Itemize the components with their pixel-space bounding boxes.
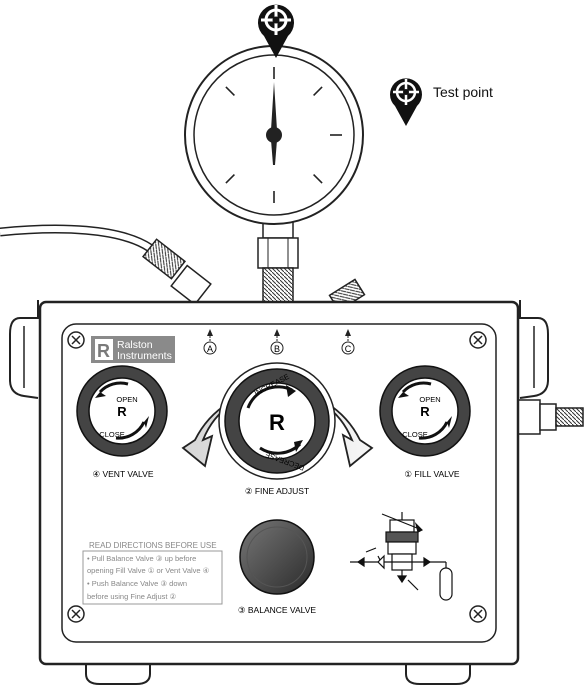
vent-valve[interactable]: OPEN R CLOSE xyxy=(76,365,168,457)
screw-slot xyxy=(473,335,483,345)
pneumatic-schematic-icon xyxy=(350,512,453,601)
balance-valve-knob[interactable] xyxy=(239,519,315,595)
brand-line1: Ralston xyxy=(117,339,153,351)
gauge-needle xyxy=(271,82,277,130)
screw-slot xyxy=(473,609,483,619)
legend-label: Test point xyxy=(433,84,493,100)
fine-adjust-label: ② FINE ADJUST xyxy=(245,486,309,496)
screw-slot xyxy=(71,609,81,619)
case-handles xyxy=(9,300,549,399)
port-c: C xyxy=(341,329,355,355)
port-labels: A B C xyxy=(203,329,355,355)
directions-line-4: before using Fine Adjust ② xyxy=(87,592,177,601)
directions-box: READ DIRECTIONS BEFORE USE • Pull Balanc… xyxy=(82,541,223,605)
gauge-tick xyxy=(225,174,235,184)
case-feet xyxy=(85,664,471,685)
ralston-r-logo-icon: R xyxy=(97,341,110,361)
port-a-label: A xyxy=(207,344,213,354)
vent-valve-label: ④ VENT VALVE xyxy=(92,469,153,479)
gauge-ticks xyxy=(225,67,342,203)
fine-adjust-r-logo-icon: R xyxy=(269,410,285,435)
vent-open-label: OPEN xyxy=(116,395,137,404)
brand-line2: Instruments xyxy=(117,350,172,362)
gauge-tick xyxy=(225,86,235,96)
gauge-stem xyxy=(257,221,299,307)
pressure-gauge xyxy=(184,45,364,225)
brand-logo: R Ralston Instruments xyxy=(91,336,175,363)
vent-close-label: CLOSE xyxy=(99,430,124,439)
balance-valve-label: ③ BALANCE VALVE xyxy=(238,605,316,615)
outlet-fitting xyxy=(509,399,584,435)
directions-title: READ DIRECTIONS BEFORE USE xyxy=(89,541,217,550)
fill-valve[interactable]: OPEN R CLOSE xyxy=(379,365,471,457)
port-c-label: C xyxy=(345,344,352,354)
port-b-label: B xyxy=(274,344,280,354)
port-b: B xyxy=(270,329,284,355)
directions-line-1: • Pull Balance Valve ③ up before xyxy=(87,554,196,563)
vent-r-logo-icon: R xyxy=(117,404,127,419)
fill-r-logo-icon: R xyxy=(420,404,430,419)
test-point-marker-icon xyxy=(258,4,294,58)
gauge-tick xyxy=(313,174,323,184)
hose xyxy=(0,224,212,306)
port-a: A xyxy=(203,329,217,355)
panel-screws xyxy=(67,331,487,623)
directions-line-2: opening Fill Valve ① or Vent Valve ④ xyxy=(87,566,210,575)
gauge-tick xyxy=(313,86,323,96)
fine-adjust-knob[interactable]: R xyxy=(181,362,374,480)
fill-valve-label: ① FILL VALVE xyxy=(404,469,460,479)
screw-slot xyxy=(71,335,81,345)
legend-test-point-icon xyxy=(390,78,422,126)
directions-line-3: • Push Balance Valve ③ down xyxy=(87,579,187,588)
fill-open-label: OPEN xyxy=(419,395,440,404)
fill-close-label: CLOSE xyxy=(402,430,427,439)
